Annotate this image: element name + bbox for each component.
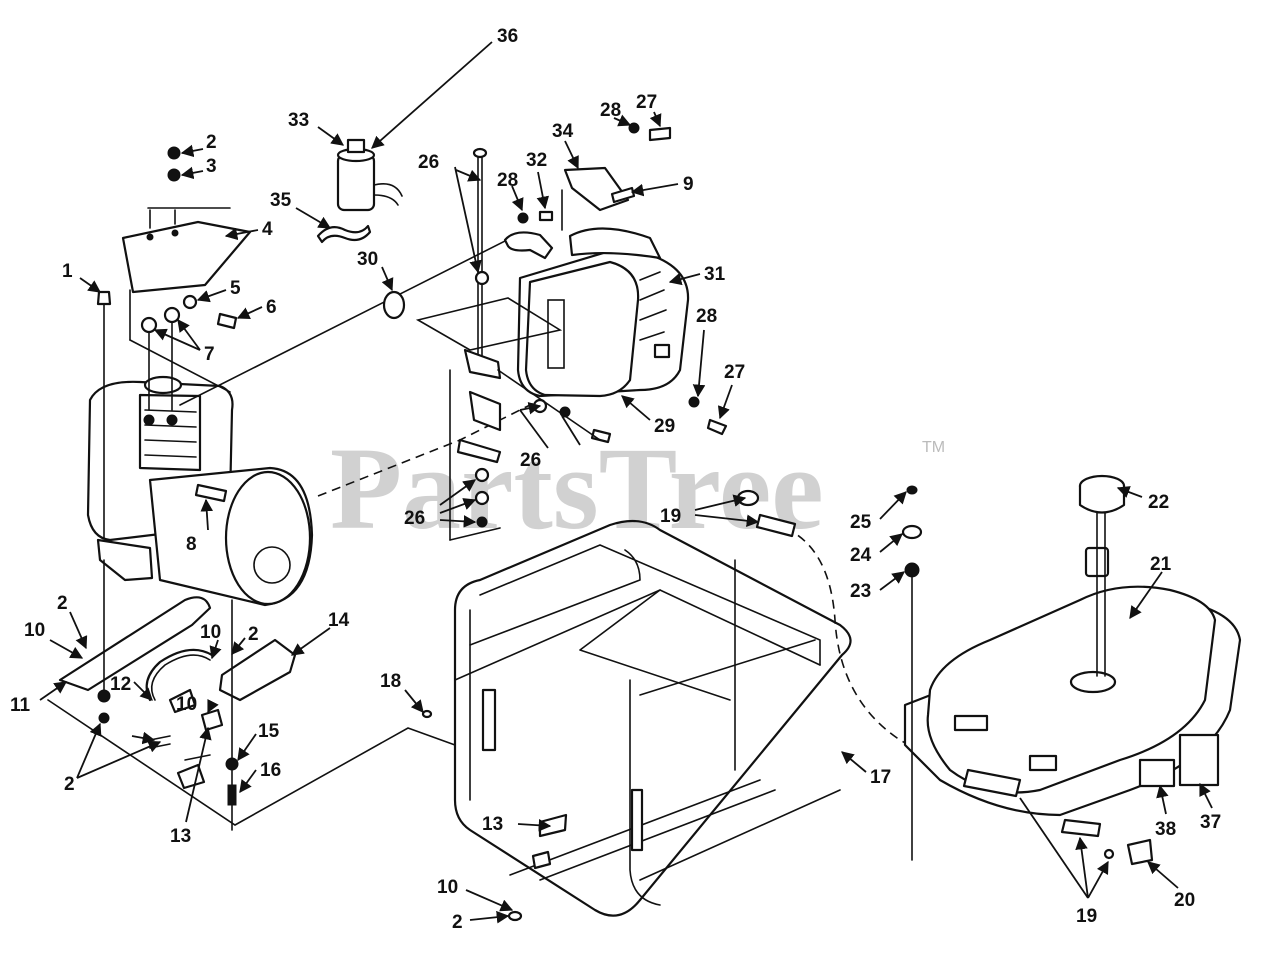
callout-35: 35	[270, 190, 292, 211]
callout-26-mid: 26	[520, 450, 541, 471]
callout-15: 15	[258, 721, 280, 742]
callout-30: 30	[357, 249, 378, 270]
callout-10-bottom: 10	[437, 877, 458, 898]
callout-2-frame: 2	[452, 912, 463, 933]
callout-9: 9	[683, 174, 694, 195]
callout-38: 38	[1155, 819, 1176, 840]
leader-lines	[39, 41, 1213, 924]
watermark: PartsTree	[330, 423, 824, 554]
muffler	[503, 166, 690, 398]
callout-14: 14	[328, 610, 350, 631]
callout-18: 18	[380, 671, 401, 692]
callout-19-bottom: 19	[1076, 906, 1097, 927]
callout-13-frame: 13	[482, 814, 503, 835]
callout-27-right: 27	[724, 362, 745, 383]
fuel-tank	[903, 474, 1242, 817]
ignition-coil	[316, 138, 403, 244]
callout-10-mid: 10	[200, 622, 221, 643]
callout-20: 20	[1174, 890, 1195, 911]
callout-10-center: 10	[176, 694, 197, 715]
callout-33: 33	[288, 110, 309, 131]
callout-2-bottom: 2	[64, 774, 75, 795]
callout-2-top: 2	[206, 132, 217, 153]
engine-assembly	[86, 290, 314, 607]
callout-labels: 36 33 2 3 34 28 27 26 32 28 9 35 4 30 31…	[10, 26, 1221, 933]
callout-37: 37	[1200, 812, 1221, 833]
callout-31: 31	[704, 264, 726, 285]
watermark-tm: TM	[922, 439, 945, 456]
callout-3: 3	[206, 156, 217, 177]
callout-17: 17	[870, 767, 891, 788]
callout-22: 22	[1148, 492, 1169, 513]
callout-24: 24	[850, 545, 872, 566]
callout-25: 25	[850, 512, 872, 533]
callout-10-left: 10	[24, 620, 45, 641]
base-bracket	[47, 559, 456, 831]
callout-13-left: 13	[170, 826, 191, 847]
callout-28-right: 28	[696, 306, 717, 327]
callout-27-top: 27	[636, 92, 657, 113]
callout-21: 21	[1150, 554, 1172, 575]
callout-2-left: 2	[57, 593, 68, 614]
callout-2-mid: 2	[248, 624, 259, 645]
callout-32: 32	[526, 150, 547, 171]
callout-26-top: 26	[418, 152, 439, 173]
callout-26-low: 26	[404, 508, 425, 529]
callout-16: 16	[260, 760, 281, 781]
callout-4: 4	[262, 219, 273, 240]
callout-8: 8	[186, 534, 197, 555]
callout-28-top: 28	[600, 100, 621, 121]
tube-frame	[453, 519, 852, 917]
callout-11: 11	[10, 695, 31, 716]
callout-6: 6	[266, 297, 277, 318]
callout-28-mid: 28	[497, 170, 518, 191]
callout-5: 5	[230, 278, 241, 299]
callout-1: 1	[62, 261, 73, 282]
callout-19-top: 19	[660, 506, 681, 527]
engine-cover-bracket	[121, 207, 252, 393]
callout-7: 7	[204, 344, 215, 365]
callout-36: 36	[497, 26, 518, 47]
callout-12: 12	[110, 674, 131, 695]
callout-34: 34	[552, 121, 574, 142]
callout-29: 29	[654, 416, 675, 437]
callout-23: 23	[850, 581, 871, 602]
